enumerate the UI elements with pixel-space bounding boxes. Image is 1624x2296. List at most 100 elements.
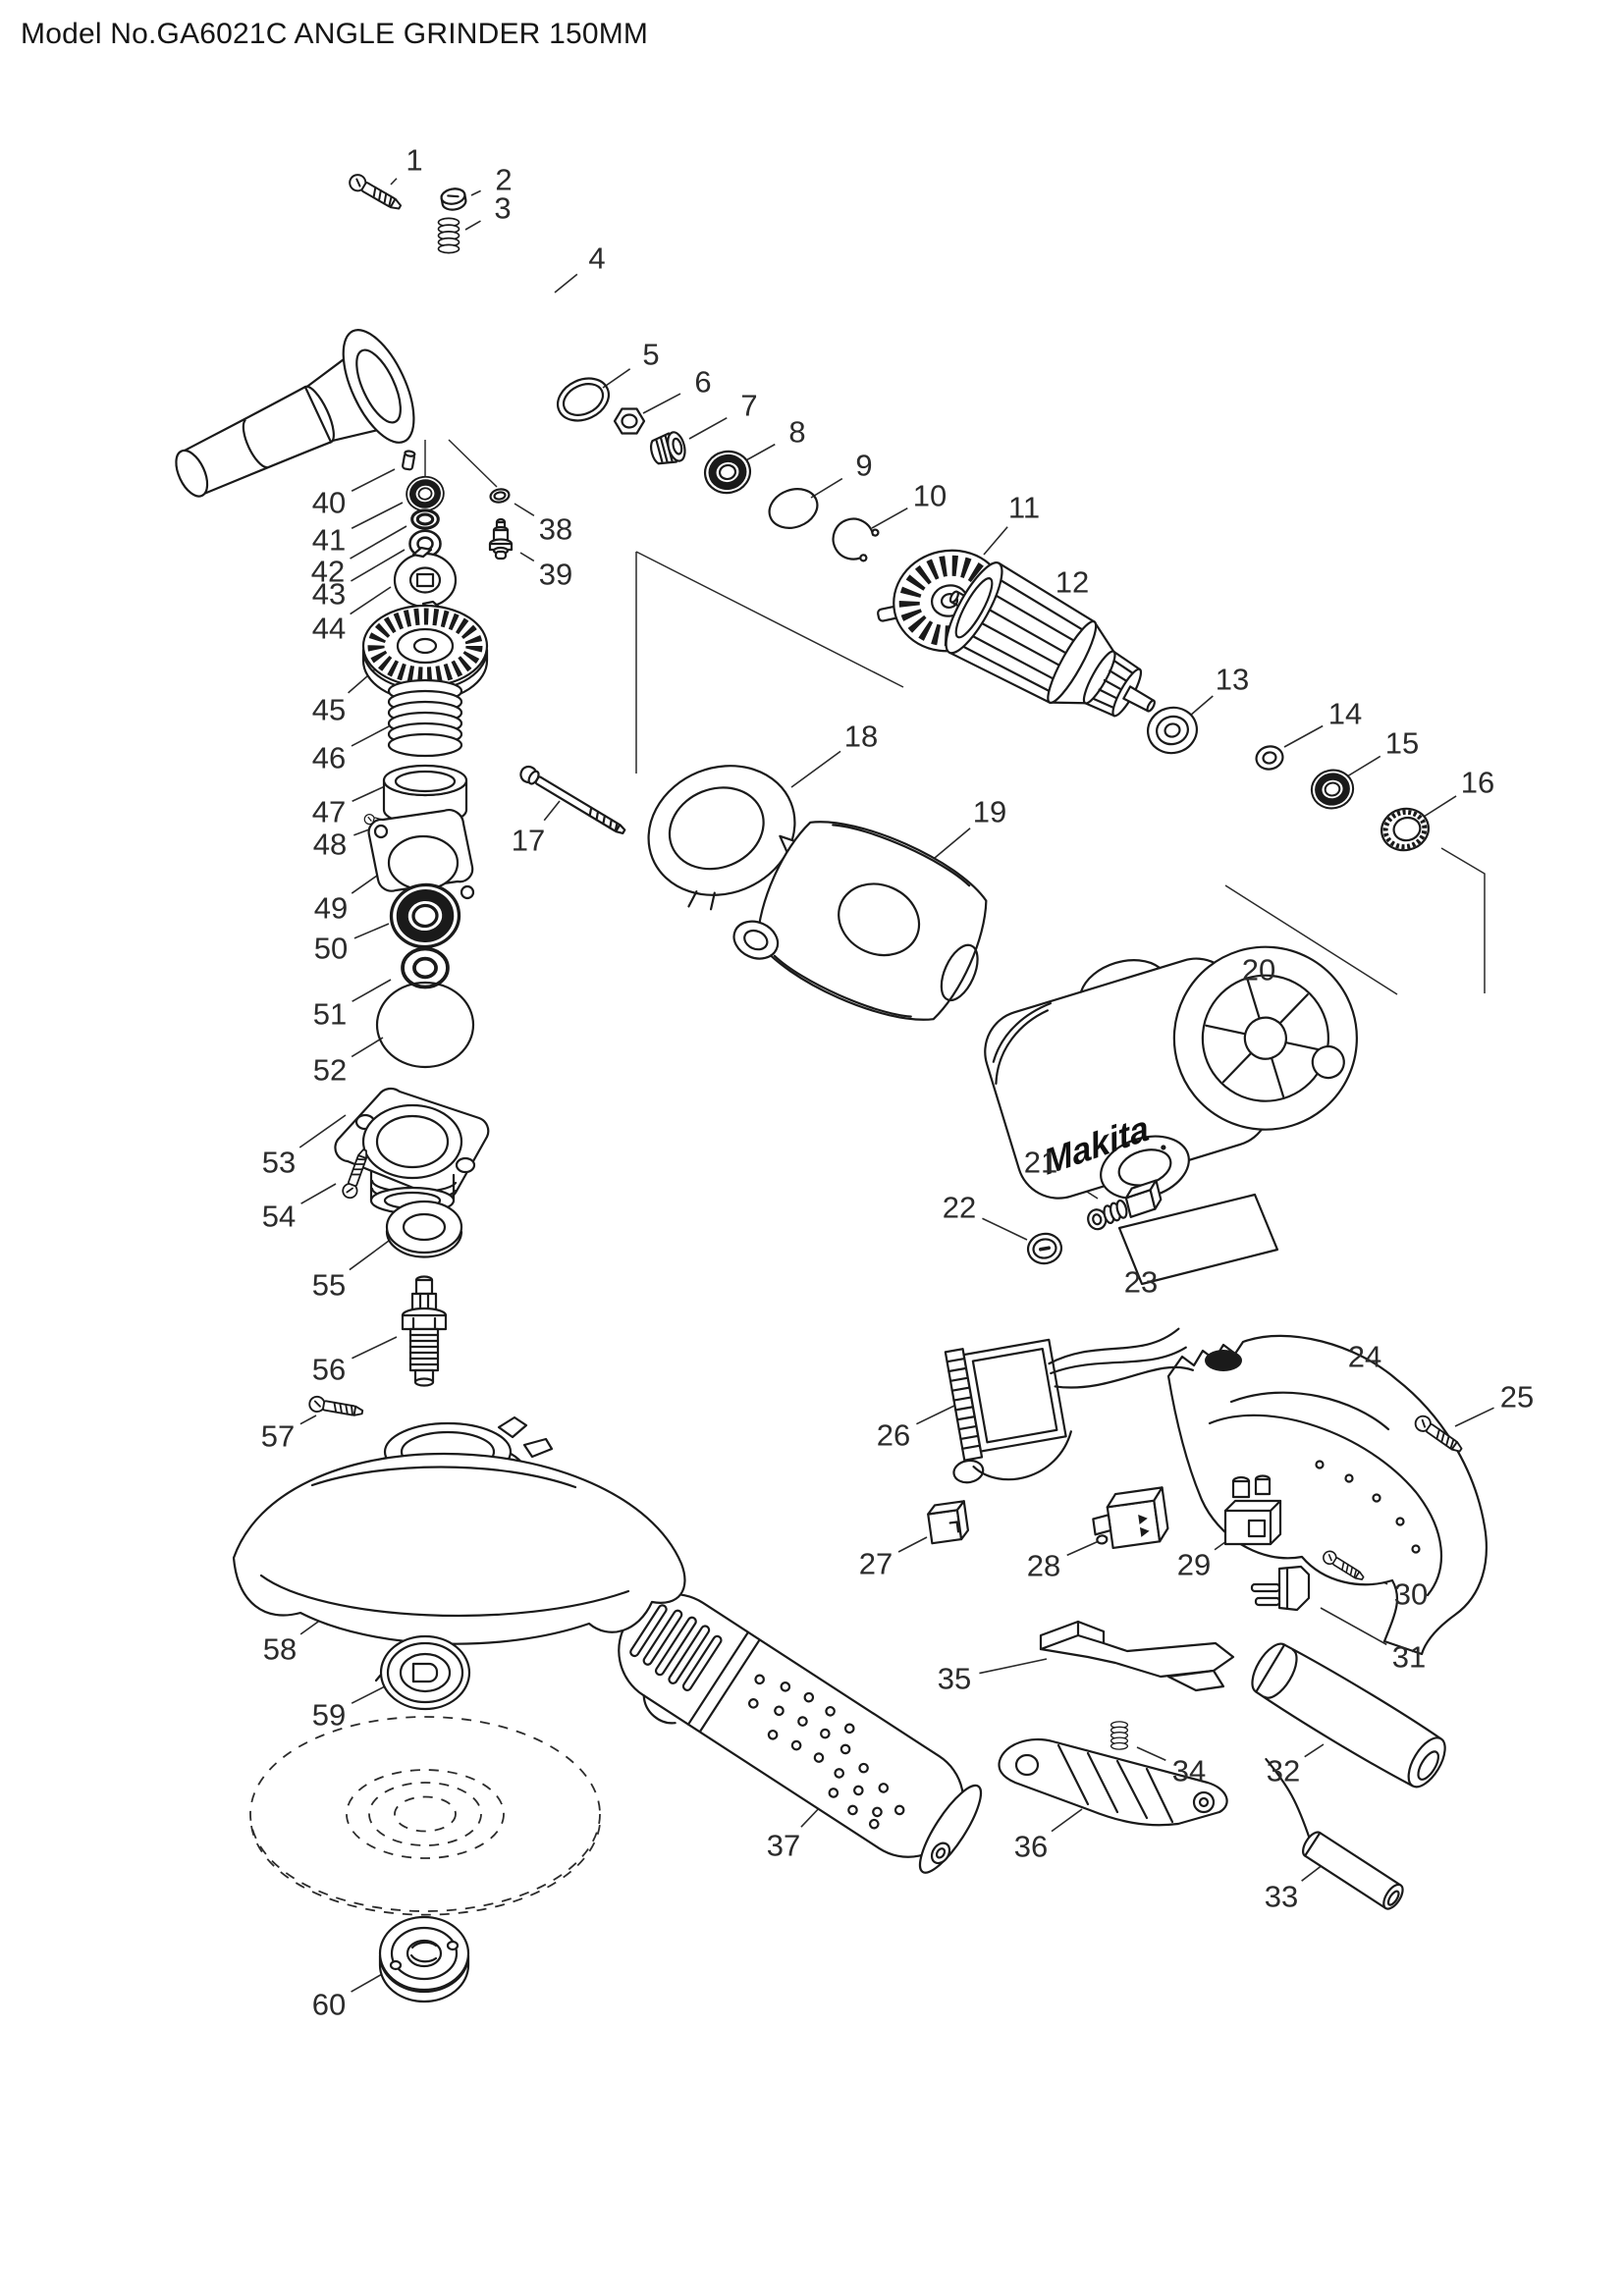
bearingknurl-part-16	[1378, 804, 1433, 854]
bearing-part-41	[405, 474, 446, 512]
part-number-40: 40	[312, 486, 346, 520]
locknut-part-60	[378, 1915, 470, 2003]
part-number-47: 47	[312, 795, 346, 829]
part-number-1: 1	[406, 143, 422, 178]
sidehandle-part	[153, 318, 430, 536]
part-number-23: 23	[1124, 1265, 1158, 1300]
part-number-54: 54	[262, 1200, 296, 1234]
part-number-2: 2	[495, 163, 512, 197]
nut-part-6	[613, 407, 646, 435]
part-number-43: 43	[312, 577, 346, 612]
part-number-6: 6	[694, 365, 711, 400]
screw-part-1	[346, 171, 406, 215]
leader-line-44	[350, 586, 392, 615]
part-number-21: 21	[1024, 1146, 1057, 1180]
part-number-42: 42	[311, 555, 345, 589]
part-number-20: 20	[1242, 953, 1275, 988]
guide-line	[448, 439, 498, 488]
guide-line	[1224, 884, 1398, 995]
part-number-11: 11	[1008, 491, 1040, 525]
leader-line-18	[790, 750, 841, 788]
part-number-50: 50	[314, 932, 348, 966]
part-number-12: 12	[1056, 565, 1089, 600]
leader-line-22	[982, 1217, 1028, 1241]
leader-line-41	[351, 502, 404, 529]
part-number-10: 10	[913, 479, 947, 513]
part-number-28: 28	[1027, 1549, 1060, 1583]
part-number-55: 55	[312, 1268, 346, 1303]
leader-line-39	[519, 552, 535, 562]
leader-line-27	[897, 1536, 928, 1553]
oring-part-5	[549, 369, 618, 430]
part-number-8: 8	[788, 415, 805, 450]
part-number-36: 36	[1014, 1830, 1048, 1864]
leader-line-38	[514, 503, 535, 516]
guide-line	[1440, 847, 1486, 993]
part-number-34: 34	[1172, 1754, 1206, 1789]
leader-line-10	[871, 507, 908, 529]
part-number-17: 17	[512, 824, 545, 858]
leader-line-34	[1136, 1746, 1166, 1762]
part-number-56: 56	[312, 1353, 346, 1387]
part-number-24: 24	[1348, 1340, 1381, 1374]
leader-line-26	[916, 1405, 955, 1425]
part-number-45: 45	[312, 693, 346, 727]
part-number-59: 59	[312, 1698, 346, 1733]
part-number-5: 5	[642, 338, 659, 372]
part-number-19: 19	[973, 795, 1006, 829]
spring-part-34	[1110, 1721, 1129, 1750]
part-number-46: 46	[312, 741, 346, 775]
part-number-25: 25	[1500, 1380, 1534, 1415]
part-number-51: 51	[313, 997, 347, 1032]
leader-line-36	[1051, 1808, 1083, 1833]
part-drawings-layer	[232, 171, 1488, 2003]
washer-part-14	[1253, 742, 1286, 774]
leader-line-7	[688, 416, 728, 440]
pin-part-40	[401, 449, 416, 471]
part-number-22: 22	[943, 1191, 976, 1225]
guard-part-58	[232, 1421, 686, 1645]
leader-line-11	[983, 526, 1008, 556]
leader-line-2	[470, 189, 481, 196]
leader-line-51	[352, 979, 392, 1002]
part-number-48: 48	[313, 828, 347, 862]
page-title: Model No.GA6021C ANGLE GRINDER 150MM	[21, 18, 649, 50]
leader-line-57	[299, 1415, 317, 1425]
part-number-31: 31	[1392, 1640, 1426, 1675]
leader-line-50	[353, 923, 390, 939]
fanwasher-part-13	[1142, 701, 1203, 760]
part-number-4: 4	[588, 241, 605, 276]
leader-line-55	[349, 1240, 390, 1271]
leader-line-48	[353, 828, 370, 836]
part-number-49: 49	[314, 891, 348, 926]
part-number-16: 16	[1461, 766, 1494, 800]
leader-line-35	[979, 1658, 1048, 1675]
part-number-38: 38	[539, 512, 572, 547]
leader-line-9	[810, 477, 843, 499]
leader-line-1	[390, 178, 398, 186]
leader-line-40	[351, 468, 396, 492]
washer-part-51	[401, 946, 450, 989]
leader-line-5	[602, 368, 631, 389]
cap-part-2	[439, 186, 468, 213]
valve-part-39	[488, 517, 514, 561]
leader-line-54	[300, 1183, 337, 1204]
bearing-part-50	[389, 882, 461, 950]
spindle-part-56	[401, 1275, 448, 1387]
part-number-30: 30	[1394, 1577, 1428, 1612]
part-number-15: 15	[1385, 726, 1419, 761]
part-number-29: 29	[1177, 1548, 1211, 1582]
guide-line	[635, 551, 904, 688]
part-number-58: 58	[263, 1632, 297, 1667]
part-number-13: 13	[1216, 663, 1249, 697]
part-number-35: 35	[938, 1662, 971, 1696]
oringtiny-part-38	[488, 486, 512, 506]
leader-line-17	[543, 800, 561, 822]
part-number-41: 41	[312, 523, 346, 558]
leader-line-13	[1189, 695, 1214, 717]
pinion-part-7	[647, 429, 689, 469]
part-number-18: 18	[844, 720, 878, 754]
leader-line-31	[1320, 1607, 1387, 1646]
leader-line-32	[1304, 1743, 1325, 1758]
